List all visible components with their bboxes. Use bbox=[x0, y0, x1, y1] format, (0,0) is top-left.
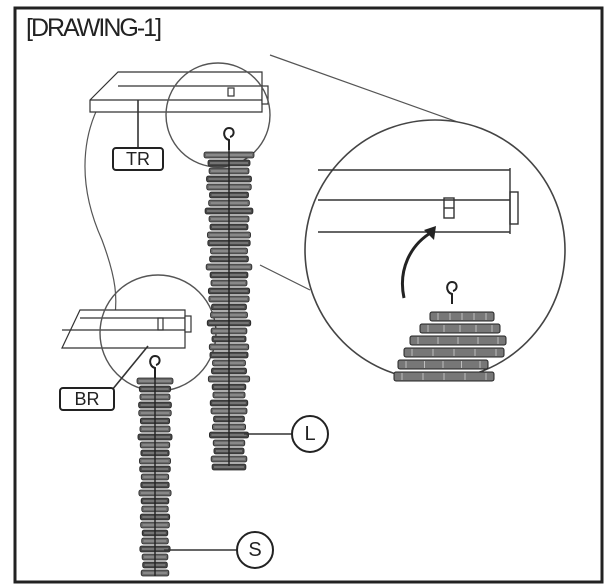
callout-br: BR bbox=[59, 387, 115, 411]
callout-s: S bbox=[236, 531, 274, 569]
br-leader bbox=[111, 345, 149, 391]
magnification-outline bbox=[84, 77, 119, 331]
magnification-line-upper bbox=[269, 54, 481, 131]
hook-icon-long bbox=[223, 126, 235, 150]
callout-l: L bbox=[291, 415, 329, 453]
bottom-rail bbox=[61, 309, 192, 349]
hook-icon-short bbox=[149, 354, 161, 378]
weights-group bbox=[136, 126, 507, 577]
insert-arrow-head bbox=[424, 226, 436, 240]
top-zoom-circle bbox=[165, 62, 271, 168]
callout-tr: TR bbox=[112, 147, 164, 171]
magnification-line-lower bbox=[259, 264, 311, 291]
detail-rail bbox=[318, 168, 519, 234]
insert-arrow-icon bbox=[400, 230, 433, 299]
hook-icon-detail bbox=[446, 280, 458, 304]
outer-frame bbox=[13, 6, 604, 584]
drawing-title: [DRAWING-1] bbox=[26, 14, 162, 42]
top-rail bbox=[89, 71, 269, 142]
